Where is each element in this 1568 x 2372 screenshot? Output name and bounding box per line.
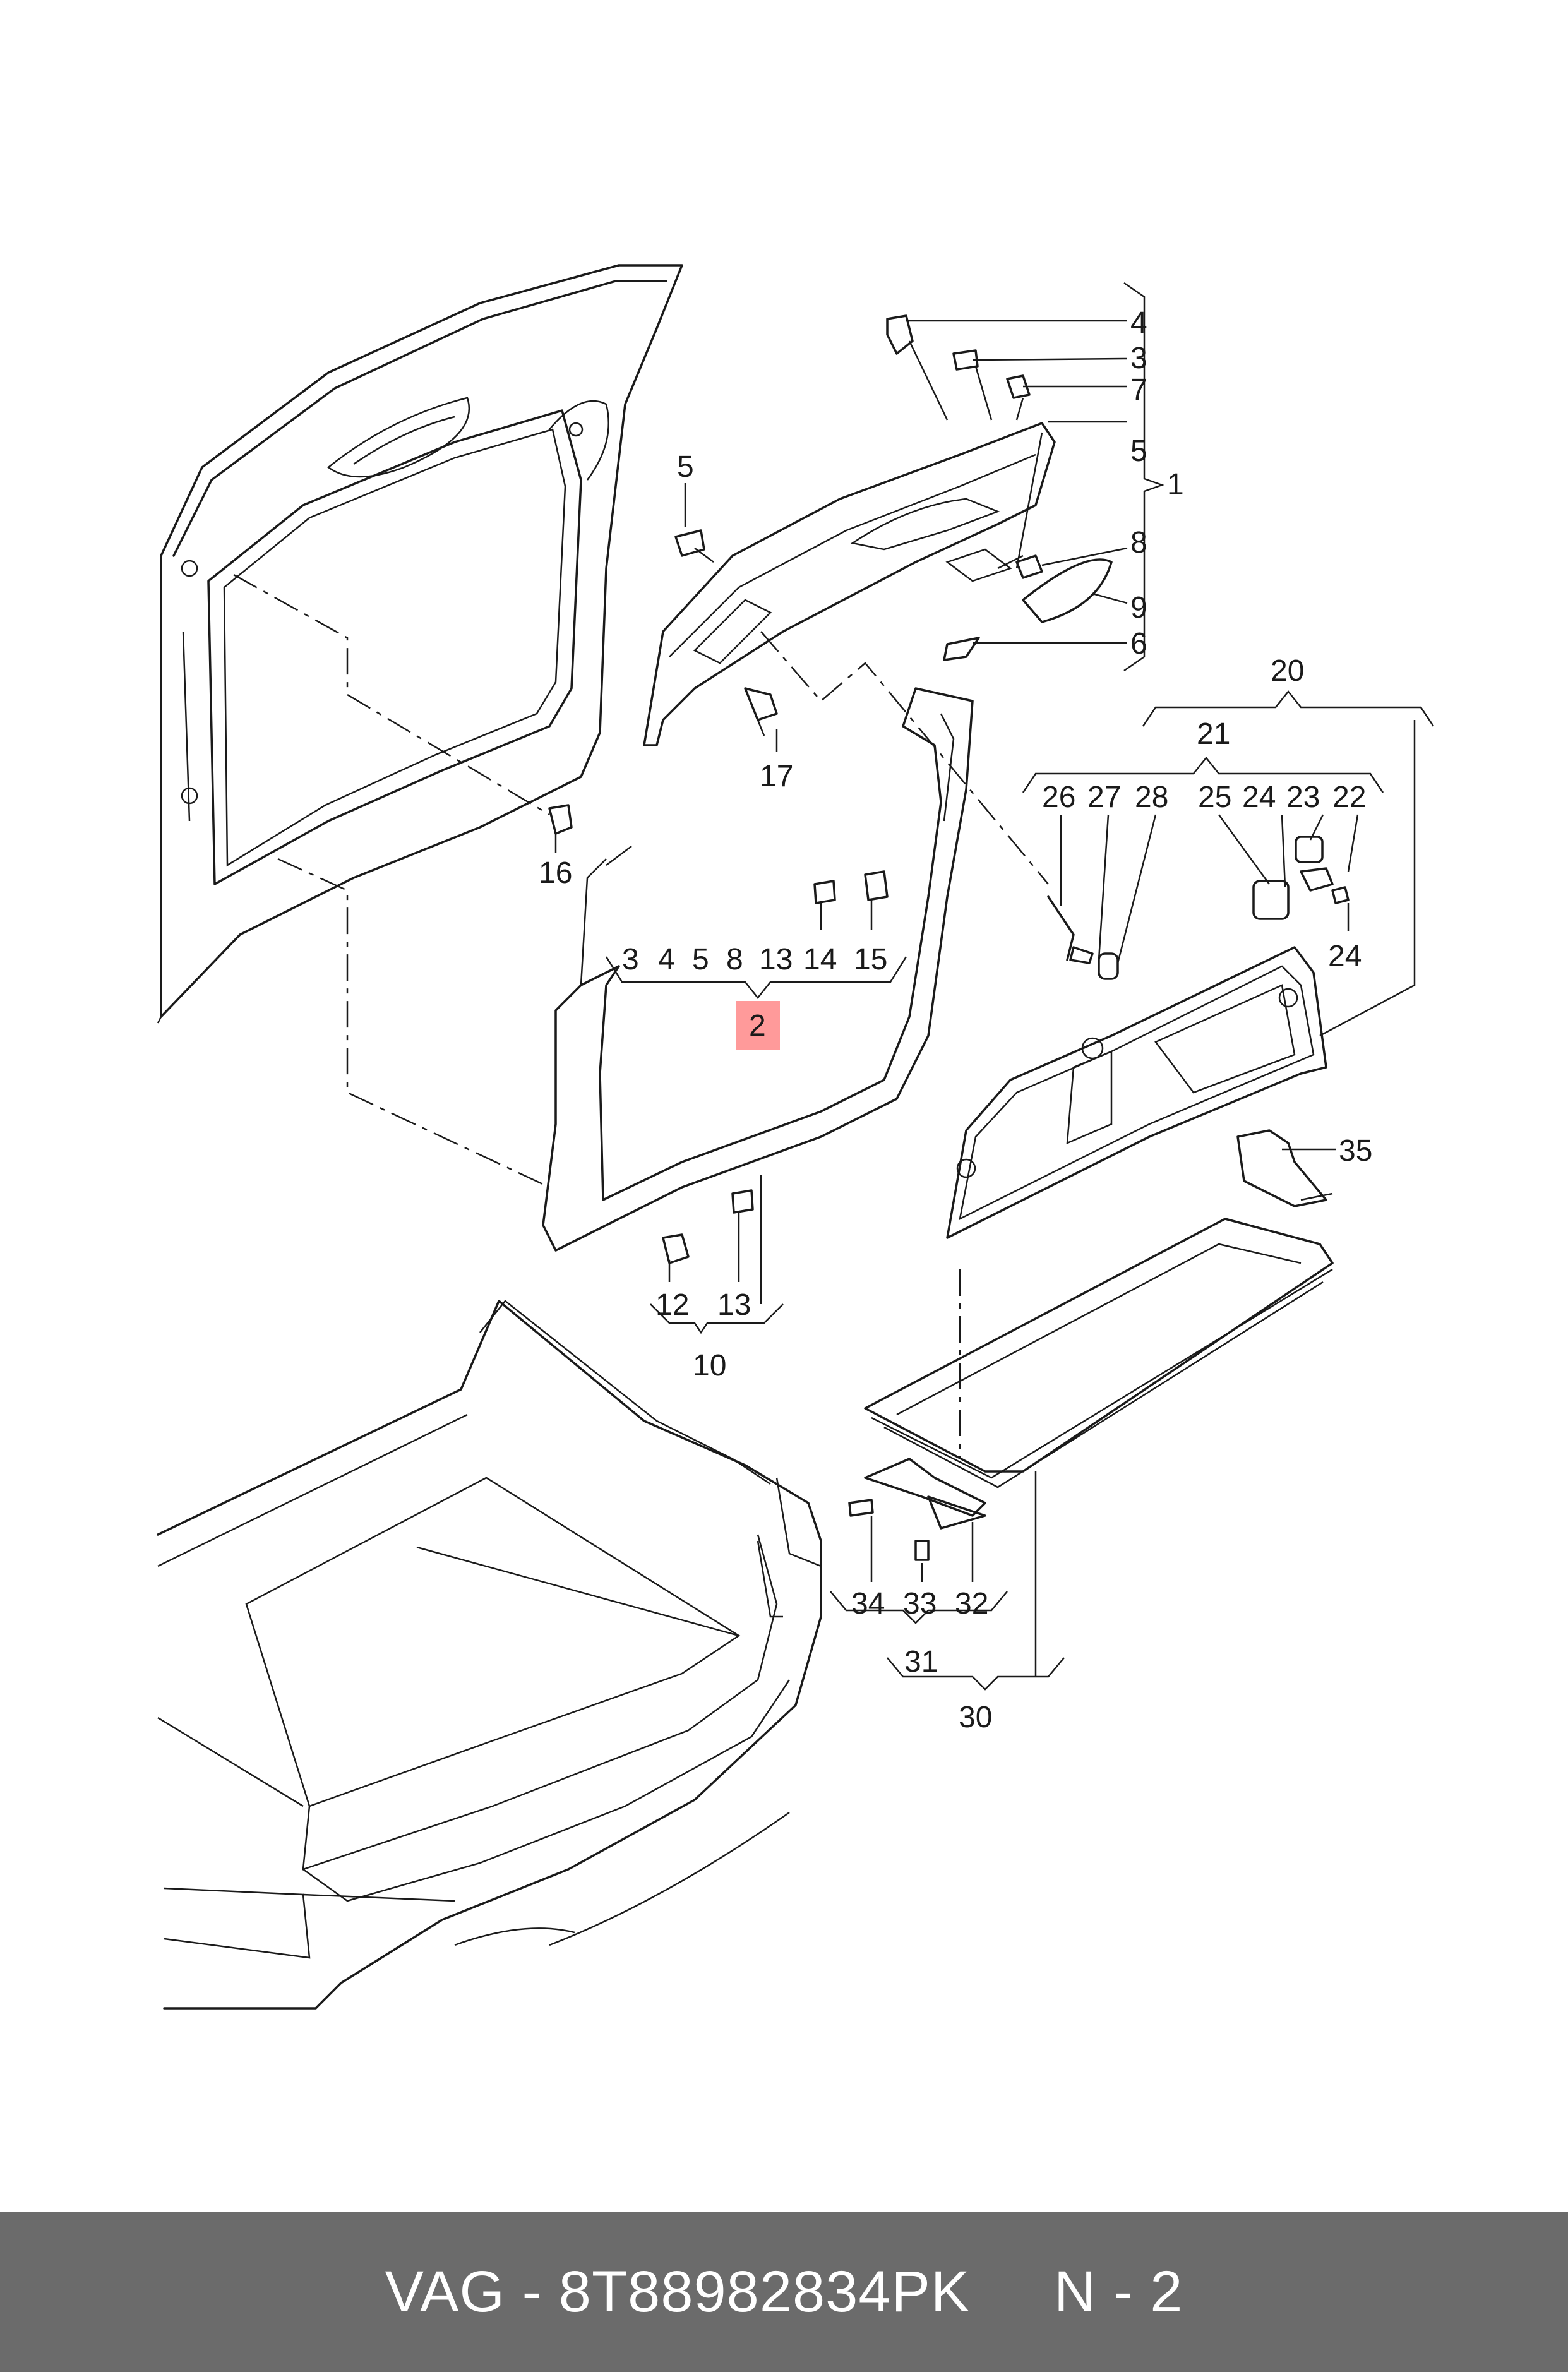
bracket-35 <box>1236 1129 1333 1207</box>
car-rear-body <box>157 1300 822 2010</box>
callout-28: 28 <box>1135 781 1168 814</box>
callout-24b: 24 <box>1328 940 1362 973</box>
trunk-trim-panel <box>643 422 1056 746</box>
callout-2-8: 8 <box>726 943 743 976</box>
callout-2-3: 3 <box>622 943 639 976</box>
callout-32: 32 <box>955 1587 988 1620</box>
callout-24a: 24 <box>1242 781 1276 814</box>
parcel-shelf <box>946 946 1327 1239</box>
callout-1: 1 <box>1167 468 1184 501</box>
callout-2-15: 15 <box>854 943 887 976</box>
callout-17: 17 <box>760 760 793 793</box>
callout-16: 16 <box>539 856 572 890</box>
callout-2-14: 14 <box>803 943 837 976</box>
callout-4a: 4 <box>1130 306 1147 340</box>
parcel-shelf-cover <box>864 1218 1334 1488</box>
callout-2-5: 5 <box>692 943 709 976</box>
callout-8a: 8 <box>1130 526 1147 560</box>
callout-5b: 5 <box>677 450 694 484</box>
callout-35: 35 <box>1339 1134 1372 1168</box>
callout-22: 22 <box>1332 781 1366 814</box>
callout-2: 2 <box>749 1009 766 1043</box>
callout-23: 23 <box>1286 781 1320 814</box>
callout-6a: 6 <box>1130 627 1147 661</box>
callout-12: 12 <box>655 1288 689 1322</box>
parts-exploded-diagram: 4 3 7 5 1 8 9 6 5 17 16 3 4 5 8 13 14 15… <box>157 264 1435 2010</box>
callout-30: 30 <box>959 1701 992 1734</box>
guide-lines <box>233 573 1049 1459</box>
callout-33: 33 <box>903 1587 937 1620</box>
callout-2-13: 13 <box>759 943 793 976</box>
callout-3a: 3 <box>1130 342 1147 375</box>
callout-26: 26 <box>1042 781 1075 814</box>
callout-21: 21 <box>1197 717 1230 751</box>
clips-group-10 <box>662 1189 754 1264</box>
callout-10: 10 <box>693 1349 726 1382</box>
callout-labels: 4 3 7 5 1 8 9 6 5 17 16 3 4 5 8 13 14 15… <box>539 306 1372 1734</box>
hinge-31 <box>848 1458 986 1561</box>
callout-2-4: 4 <box>658 943 675 976</box>
callout-34: 34 <box>851 1587 885 1620</box>
callout-5a: 5 <box>1130 434 1147 468</box>
leader-lines <box>554 282 1435 1691</box>
clips-group-1 <box>548 314 1113 835</box>
callout-20: 20 <box>1271 654 1304 688</box>
callout-25: 25 <box>1198 781 1231 814</box>
callout-9a: 9 <box>1130 591 1147 625</box>
footer-bar: VAG - 8T88982834PK N - 2 <box>0 2212 1568 2372</box>
callout-13b: 13 <box>717 1288 751 1322</box>
highlight-box-2 <box>736 1001 780 1050</box>
callout-7a: 7 <box>1130 373 1147 407</box>
small-fasteners-21 <box>1047 836 1350 980</box>
trunk-lid-inner <box>157 264 683 1024</box>
callout-31: 31 <box>904 1645 938 1679</box>
trunk-seal <box>542 687 974 1252</box>
part-number-caption: VAG - 8T88982834PK N - 2 <box>385 2259 1183 2324</box>
callout-27: 27 <box>1087 781 1121 814</box>
